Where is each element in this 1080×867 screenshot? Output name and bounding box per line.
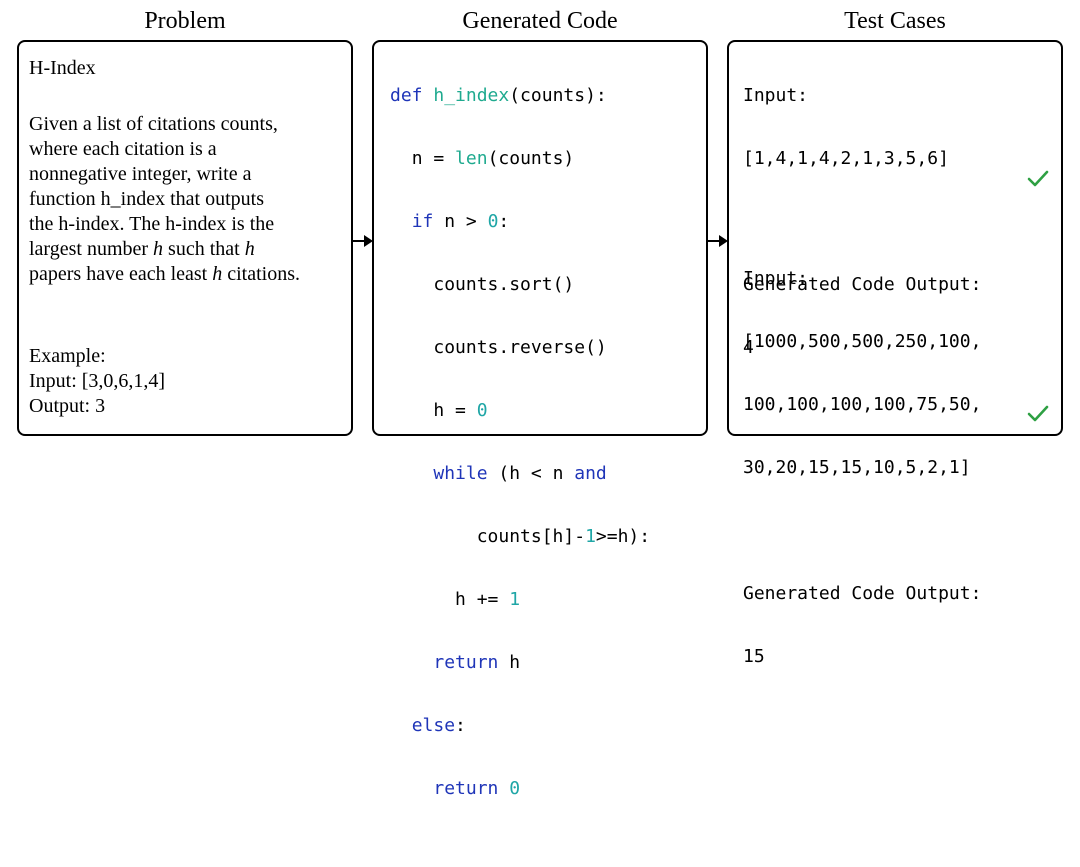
description-line: nonnegative integer, write a <box>29 163 252 185</box>
code-text: h += <box>455 588 510 610</box>
test-input-label: Input: <box>743 84 809 106</box>
code-number: 1 <box>585 525 596 547</box>
code-keyword: and <box>574 462 607 484</box>
code-builtin: len <box>455 147 488 169</box>
example-label: Example: <box>29 345 106 367</box>
problem-panel: H-Index Given a list of citations counts… <box>17 40 353 436</box>
code-number: 0 <box>487 210 499 232</box>
variable-h: h <box>212 263 223 285</box>
code-line: else: <box>390 710 650 742</box>
description-text: citations. <box>227 263 300 285</box>
code-line: while (h < n and <box>390 458 650 490</box>
code-number: 1 <box>509 588 521 610</box>
code-line: counts.reverse() <box>390 332 650 364</box>
code-text: >=h): <box>595 525 651 547</box>
code-text: counts[h]- <box>476 525 586 547</box>
description-line: Given a list of citations counts, <box>29 113 278 135</box>
description-line: largest number h such that h <box>29 237 349 262</box>
test-output-value: 15 <box>743 645 765 667</box>
checkmark-icon <box>1027 170 1049 187</box>
code-keyword: else <box>411 714 456 736</box>
example-input: Input: [3,0,6,1,4] <box>29 370 166 392</box>
code-number: 0 <box>476 399 488 421</box>
code-line: if n > 0: <box>390 206 650 238</box>
test-cases-panel: Input: [1,4,1,4,2,1,3,5,6] Generated Cod… <box>727 40 1063 667</box>
code-text: : <box>455 714 466 736</box>
arrow-right-icon <box>352 235 373 247</box>
test-input-value: 30,20,15,15,10,5,2,1] <box>743 456 971 478</box>
arrow-right-icon <box>707 235 728 247</box>
test-input-label: Input: <box>743 267 809 289</box>
test-input-value: 100,100,100,100,75,50, <box>743 393 982 415</box>
spacer <box>743 515 981 547</box>
code-keyword: def <box>390 84 423 106</box>
code-text: n = <box>411 147 456 169</box>
description-line: papers have each least h citations. <box>29 262 349 287</box>
test-case-1: Input: [1,4,1,4,2,1,3,5,6] Generated Cod… <box>743 48 981 426</box>
example-block: Example: Input: [3,0,6,1,4] Output: 3 <box>29 344 165 419</box>
description-text: largest number <box>29 238 149 260</box>
code-keyword: if <box>411 210 434 232</box>
test-case-2: Input: [1000,500,500,250,100, 100,100,10… <box>743 231 981 735</box>
problem-description: Given a list of citations counts, where … <box>29 112 349 287</box>
code-text: (counts): <box>509 84 607 106</box>
description-line: function h_index that outputs <box>29 188 264 210</box>
code-text: n > <box>433 210 488 232</box>
description-text: papers have each least <box>29 263 208 285</box>
code-text: (counts) <box>487 147 575 169</box>
code-keyword: while <box>433 462 488 484</box>
example-output: Output: 3 <box>29 395 106 417</box>
generated-code-panel: def h_index(counts): n = len(counts) if … <box>372 40 708 799</box>
code-text: : <box>498 210 510 232</box>
code-line: return h <box>390 647 650 679</box>
code-line: h = 0 <box>390 395 650 427</box>
variable-h: h <box>244 238 255 260</box>
code-line: return 0 <box>390 773 650 805</box>
code-block: def h_index(counts): n = len(counts) if … <box>390 48 650 867</box>
code-line: counts.sort() <box>390 269 650 301</box>
description-line: where each citation is a <box>29 138 217 160</box>
variable-h: h <box>153 238 164 260</box>
code-keyword: return <box>433 651 499 673</box>
code-keyword: return <box>433 777 499 799</box>
test-output-label: Generated Code Output: <box>743 273 982 295</box>
generated-code-title: Generated Code <box>462 8 618 34</box>
code-line: counts[h]-1>=h): <box>390 521 650 553</box>
code-function-name: h_index <box>433 84 510 106</box>
code-line: n = len(counts) <box>390 143 650 175</box>
description-text: such that <box>168 238 240 260</box>
code-line: h += 1 <box>390 584 650 616</box>
code-text: counts.reverse() <box>433 336 607 358</box>
code-text: (h < n <box>487 462 575 484</box>
test-cases-title: Test Cases <box>844 8 946 34</box>
checkmark-icon <box>1027 405 1049 422</box>
problem-title: Problem <box>144 8 226 34</box>
test-input-value: [1000,500,500,250,100, <box>743 330 982 352</box>
problem-name: H-Index <box>29 57 96 79</box>
test-output-value: 4 <box>743 336 754 358</box>
code-text: counts.sort() <box>433 273 575 295</box>
code-number: 0 <box>509 777 521 799</box>
code-text: h = <box>433 399 477 421</box>
test-input-value: [1,4,1,4,2,1,3,5,6] <box>743 147 949 169</box>
code-text: h <box>498 651 521 673</box>
code-line: def h_index(counts): <box>390 80 650 112</box>
test-output-label: Generated Code Output: <box>743 582 982 604</box>
description-line: the h-index. The h-index is the <box>29 213 275 235</box>
